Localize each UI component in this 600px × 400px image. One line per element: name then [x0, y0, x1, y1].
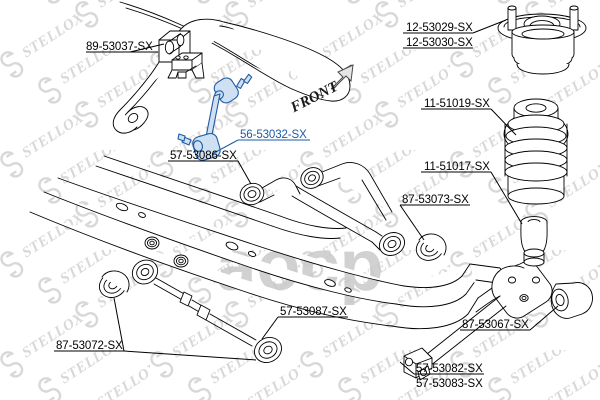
- part-label-57-53083: 57-53083-SX: [416, 378, 483, 390]
- part-label-87-53067: 87-53067-SX: [462, 319, 529, 331]
- trailing-arm-bushing-art: [550, 282, 593, 319]
- track-rod-bushing-art: [98, 270, 130, 298]
- part-label-57-53086: 57-53086-SX: [170, 150, 237, 162]
- part-label-87-53072: 87-53072-SX: [56, 340, 123, 352]
- part-label-12-53030: 12-53030-SX: [406, 37, 473, 49]
- control-arm-bushing-art: [415, 233, 447, 261]
- strut-mount-art: [497, 5, 587, 75]
- part-label-89-53037: 89-53037-SX: [86, 41, 153, 53]
- part-label-11-51017: 11-51017-SX: [424, 161, 490, 173]
- upper-control-arm-art: [300, 162, 393, 221]
- part-label-57-53087: 57-53087-SX: [280, 306, 347, 318]
- part-label-87-53073: 87-53073-SX: [402, 194, 469, 206]
- part-label-57-53082: 57-53082-SX: [416, 363, 483, 375]
- part-label-11-51019: 11-51019-SX: [424, 98, 490, 110]
- part-label-56-53032[interactable]: 56-53032-SX: [240, 129, 307, 141]
- bump-stop-art: [520, 216, 548, 267]
- part-label-12-53029: 12-53029-SX: [406, 22, 473, 34]
- dust-boot-art: [503, 98, 569, 205]
- stabilizer-link-art: [177, 73, 253, 161]
- stabilizer-bar-art: [112, 1, 351, 134]
